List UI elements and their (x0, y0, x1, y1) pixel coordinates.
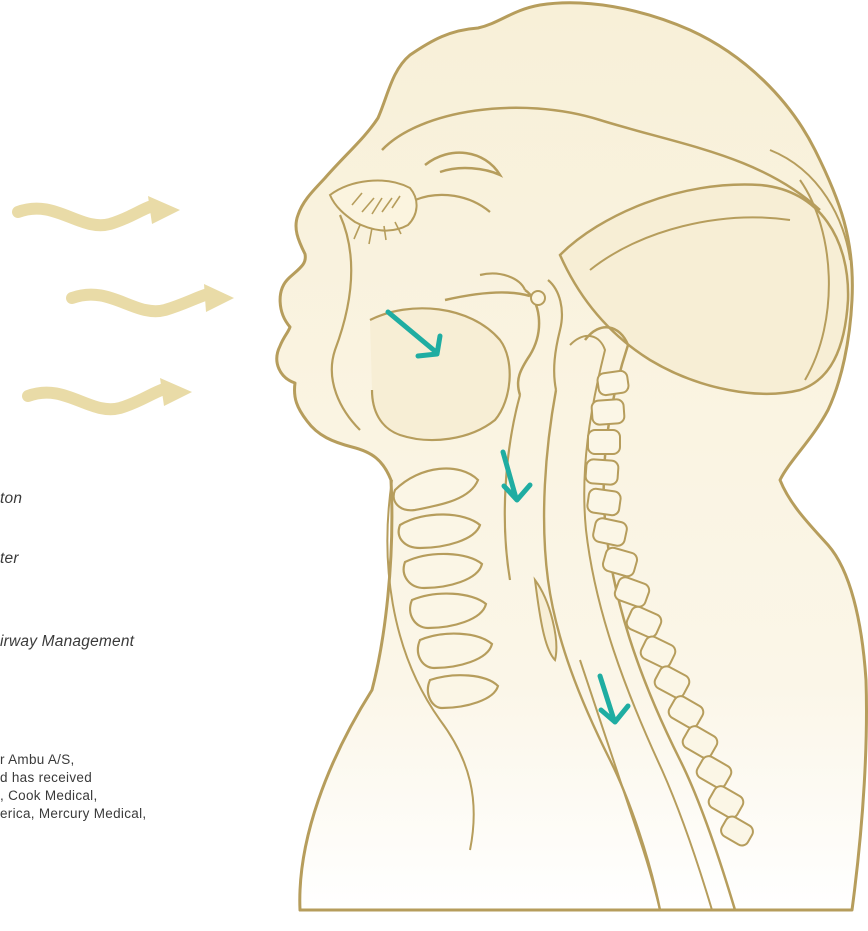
caption-fragment-2: ter (0, 550, 19, 568)
airflow-waves (18, 206, 208, 409)
disclosure-line-3: , Cook Medical, (0, 788, 98, 803)
airflow-wave-2 (72, 294, 208, 311)
disclosure-line-2: d has received (0, 770, 92, 785)
caption-fragment-1: ton (0, 490, 22, 508)
caption-fragment-3: irway Management (0, 633, 134, 651)
airflow-wave-3 (28, 389, 164, 409)
disclosure-line-1: r Ambu A/S, (0, 752, 75, 767)
disclosure-line-4: erica, Mercury Medical, (0, 806, 146, 821)
head-neck-silhouette (277, 3, 867, 910)
tongue (370, 308, 510, 440)
airflow-wave-1 (18, 206, 152, 225)
